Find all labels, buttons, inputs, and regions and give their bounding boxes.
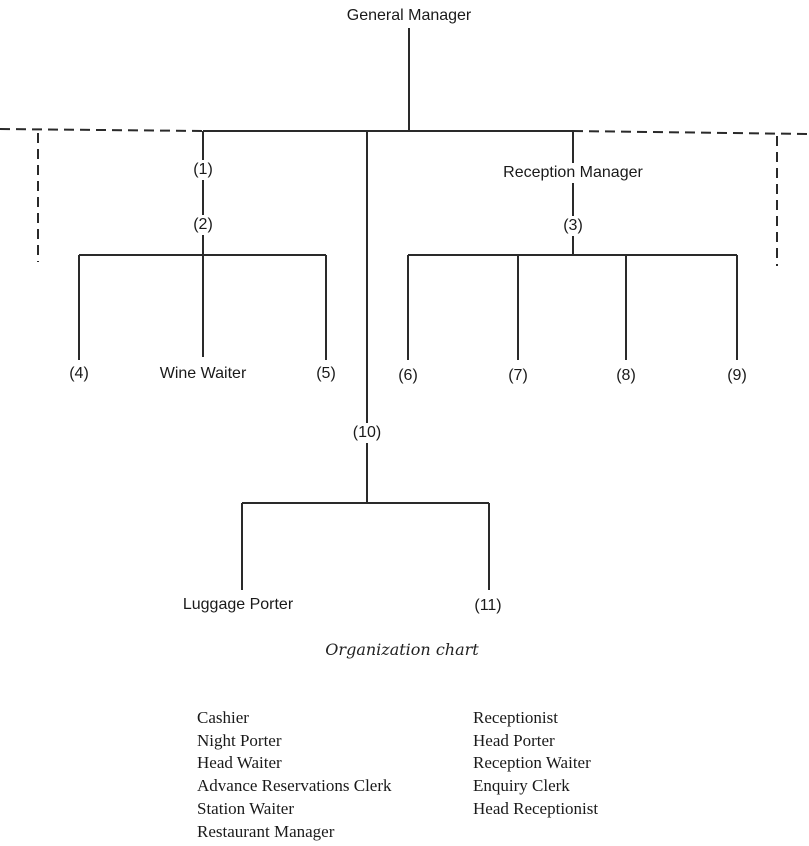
role-item: Receptionist (473, 708, 558, 727)
node-8: (8) (614, 366, 638, 386)
role-item: Head Receptionist (473, 798, 599, 818)
node-10: (10) (350, 423, 384, 443)
node-11: (11) (472, 596, 504, 616)
chart-caption: Organization chart (325, 640, 479, 659)
node-5: (5) (314, 364, 338, 384)
role-item: Head Waiter (197, 753, 282, 773)
node-reception-manager: Reception Manager (501, 163, 645, 183)
node-3: (3) (561, 216, 585, 236)
node-1: (1) (191, 160, 215, 180)
role-item: Restaurant Manager (197, 821, 335, 841)
node-4: (4) (67, 364, 91, 384)
node-wine-waiter: Wine Waiter (157, 364, 249, 384)
role-item: Reception Waiter (473, 753, 591, 773)
node-2: (2) (191, 215, 215, 235)
role-item: Head Porter (473, 730, 555, 750)
dashed-bus-right (572, 130, 809, 135)
node-6: (6) (396, 366, 420, 386)
node-luggage-porter: Luggage Porter (180, 595, 296, 615)
node-9: (9) (725, 366, 749, 386)
dashed-bus-left (0, 128, 204, 132)
role-item: Enquiry Clerk (473, 776, 570, 796)
node-7: (7) (506, 366, 530, 386)
node-general-manager: General Manager (344, 6, 474, 26)
role-list-left: Cashier Night Porter Head Waiter Advance… (197, 707, 392, 843)
role-list-right: Receptionist Head Porter Reception Waite… (473, 707, 598, 821)
role-item: Night Porter (197, 730, 282, 750)
role-item: Cashier (197, 708, 249, 727)
role-item: Station Waiter (197, 798, 294, 818)
role-item: Advance Reservations Clerk (197, 776, 392, 796)
